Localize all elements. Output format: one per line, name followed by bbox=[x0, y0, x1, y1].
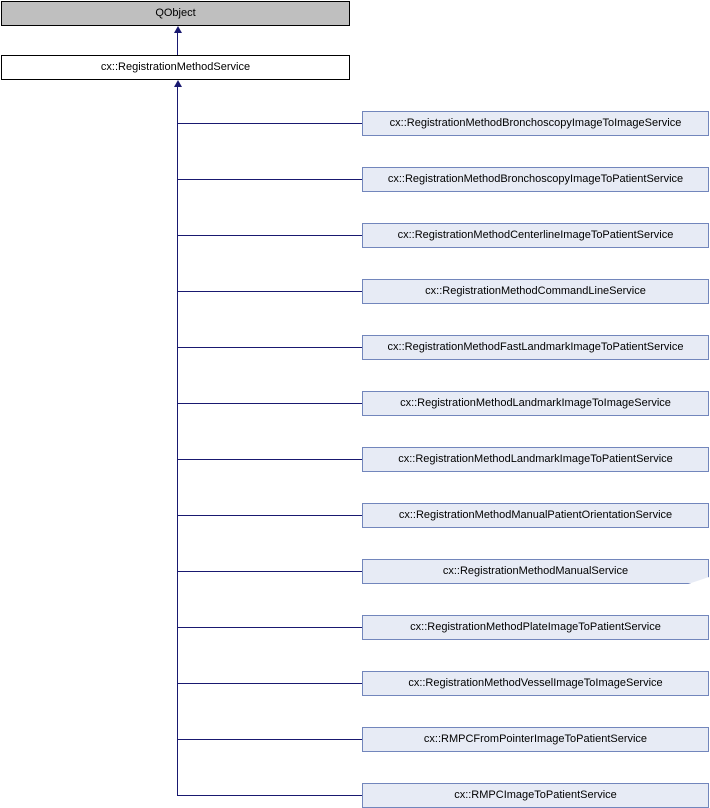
class-node-label: cx::RegistrationMethodFastLandmarkImageT… bbox=[387, 341, 684, 353]
class-node-derived[interactable]: cx::RegistrationMethodBronchoscopyImageT… bbox=[362, 111, 709, 136]
class-node-derived[interactable]: cx::RMPCFromPointerImageToPatientService bbox=[362, 727, 709, 752]
inheritance-arrow-head-base bbox=[174, 80, 182, 87]
class-node-label: cx::RegistrationMethodCenterlineImageToP… bbox=[397, 229, 674, 241]
class-node-label: cx::RegistrationMethodPlateImageToPatien… bbox=[410, 621, 661, 633]
class-node-derived[interactable]: cx::RMPCImageToPatientService bbox=[362, 783, 709, 808]
class-node-label: cx::RegistrationMethodLandmarkImageToPat… bbox=[398, 453, 673, 465]
class-node-label: cx::RMPCFromPointerImageToPatientService bbox=[423, 733, 648, 745]
class-node-derived[interactable]: cx::RegistrationMethodManualPatientOrien… bbox=[362, 503, 709, 528]
class-node-label: cx::RegistrationMethodService bbox=[100, 61, 251, 73]
inheritance-branch-line bbox=[177, 739, 362, 740]
inheritance-edge-base-to-qobject bbox=[177, 33, 178, 55]
class-node-label: cx::RegistrationMethodVesselImageToImage… bbox=[408, 677, 663, 689]
class-node-derived[interactable]: cx::RegistrationMethodPlateImageToPatien… bbox=[362, 615, 709, 640]
inheritance-arrow-head-qobject bbox=[174, 26, 182, 33]
folded-corner-shape bbox=[362, 559, 709, 584]
inheritance-branch-line bbox=[177, 403, 362, 404]
inheritance-branch-line bbox=[177, 571, 362, 572]
class-node-derived[interactable]: cx::RegistrationMethodVesselImageToImage… bbox=[362, 671, 709, 696]
class-node-derived[interactable]: cx::RegistrationMethodFastLandmarkImageT… bbox=[362, 335, 709, 360]
inheritance-trunk-line bbox=[177, 87, 178, 796]
class-node-qobject[interactable]: QObject bbox=[1, 1, 350, 26]
class-node-label: cx::RegistrationMethodBronchoscopyImageT… bbox=[387, 173, 684, 185]
class-node-derived[interactable]: cx::RegistrationMethodBronchoscopyImageT… bbox=[362, 167, 709, 192]
inheritance-branch-line bbox=[177, 347, 362, 348]
class-node-derived[interactable]: cx::RegistrationMethodLandmarkImageToIma… bbox=[362, 391, 709, 416]
class-node-label: QObject bbox=[155, 7, 196, 19]
class-node-label: cx::RegistrationMethodLandmarkImageToIma… bbox=[400, 397, 671, 409]
inheritance-branch-line bbox=[177, 683, 362, 684]
inheritance-branch-line bbox=[177, 291, 362, 292]
inheritance-branch-line bbox=[177, 515, 362, 516]
class-node-derived[interactable]: cx::RegistrationMethodManualService bbox=[362, 559, 709, 584]
class-node-derived[interactable]: cx::RegistrationMethodCommandLineService bbox=[362, 279, 709, 304]
inheritance-branch-line bbox=[177, 235, 362, 236]
class-node-registrationmethodservice[interactable]: cx::RegistrationMethodService bbox=[1, 55, 350, 80]
inheritance-branch-line bbox=[177, 627, 362, 628]
class-node-label: cx::RMPCImageToPatientService bbox=[454, 789, 617, 801]
class-node-label: cx::RegistrationMethodCommandLineService bbox=[425, 285, 646, 297]
inheritance-branch-line bbox=[177, 795, 362, 796]
class-node-label: cx::RegistrationMethodBronchoscopyImageT… bbox=[389, 117, 682, 129]
inheritance-branch-line bbox=[177, 459, 362, 460]
class-node-derived[interactable]: cx::RegistrationMethodCenterlineImageToP… bbox=[362, 223, 709, 248]
class-node-derived[interactable]: cx::RegistrationMethodLandmarkImageToPat… bbox=[362, 447, 709, 472]
inheritance-branch-line bbox=[177, 179, 362, 180]
class-node-label: cx::RegistrationMethodManualPatientOrien… bbox=[398, 509, 673, 521]
inheritance-branch-line bbox=[177, 123, 362, 124]
